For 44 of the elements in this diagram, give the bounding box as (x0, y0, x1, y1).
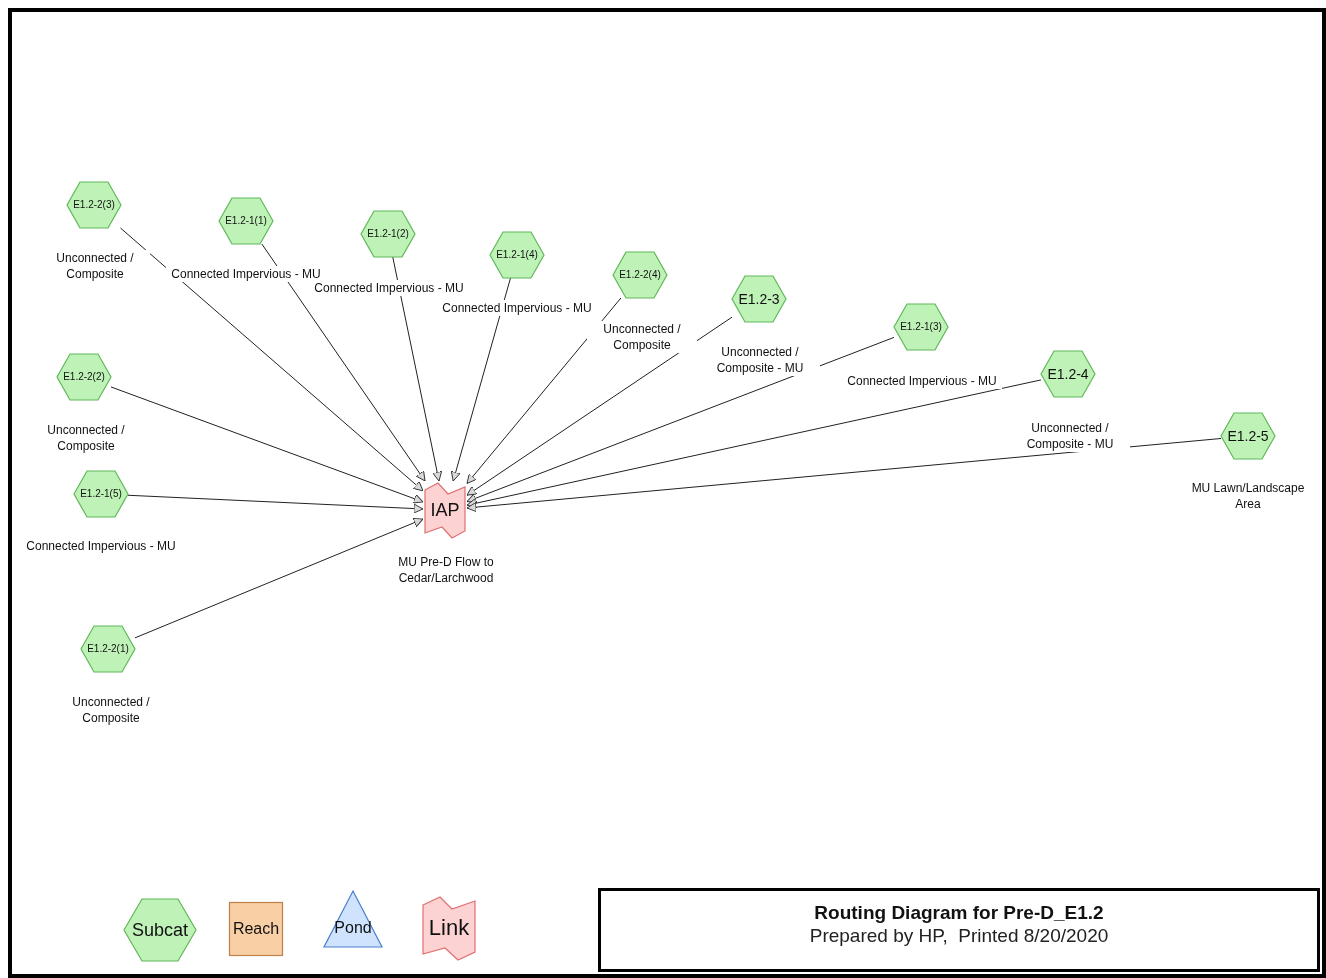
flow-arrow (134, 517, 424, 639)
node-id: E1.2-1(5) (80, 489, 122, 499)
subcatchment-hexagon (57, 354, 111, 400)
node-id: E1.2-1(2) (367, 229, 409, 239)
node-id: E1.2-3 (738, 292, 780, 306)
subcatchment-hexagon (74, 471, 128, 517)
flow-arrow (466, 438, 1222, 513)
node-id: E1.2-2(4) (619, 270, 661, 280)
subcatchment-hexagon (67, 182, 121, 228)
node-id: E1.2-1(3) (900, 322, 942, 332)
node-id: E1.2-5 (1227, 429, 1269, 443)
legend-text: Subcat (131, 921, 188, 939)
flow-arrow (466, 297, 622, 484)
subcatchment-hexagon (1221, 413, 1275, 459)
flow-arrow (110, 386, 424, 504)
node-id: E1.2-1(4) (496, 250, 538, 260)
node-id: E1.2-2(3) (73, 200, 115, 210)
legend-text: Pond (334, 920, 372, 936)
flow-arrow (466, 316, 733, 496)
subcatchment-hexagon (1041, 351, 1095, 397)
subcatchment-hexagon (732, 276, 786, 322)
node-id: E1.2-2(1) (87, 644, 129, 654)
legend-text: Reach (232, 921, 280, 937)
subcatchment-hexagon (490, 232, 544, 278)
link-node (423, 481, 467, 539)
subcatchment-hexagon (894, 304, 948, 350)
flow-arrow (261, 243, 426, 482)
flow-arrow (127, 494, 424, 514)
node-caption: Unconnected / Composite (587, 321, 697, 353)
prepared-note: Prepared by HP, Printed 8/20/2020 (809, 924, 1109, 947)
diagram-title: Routing Diagram for Pre-D_E1.2 (814, 901, 1104, 924)
node-id: E1.2-4 (1047, 367, 1089, 381)
subcatchment-hexagon (361, 211, 415, 257)
flow-arrow (450, 277, 511, 482)
flow-arrow (466, 336, 895, 503)
flow-arrow (119, 227, 424, 492)
node-id: E1.2-1(1) (225, 216, 267, 226)
node-id: E1.2-2(2) (63, 372, 105, 382)
subcatchment-hexagon (219, 198, 273, 244)
node-id: IAP (430, 501, 460, 519)
subcatchment-hexagon (81, 626, 135, 672)
subcatchment-hexagon (613, 252, 667, 298)
legend-text: Link (428, 917, 470, 939)
flow-arrow (392, 256, 443, 482)
